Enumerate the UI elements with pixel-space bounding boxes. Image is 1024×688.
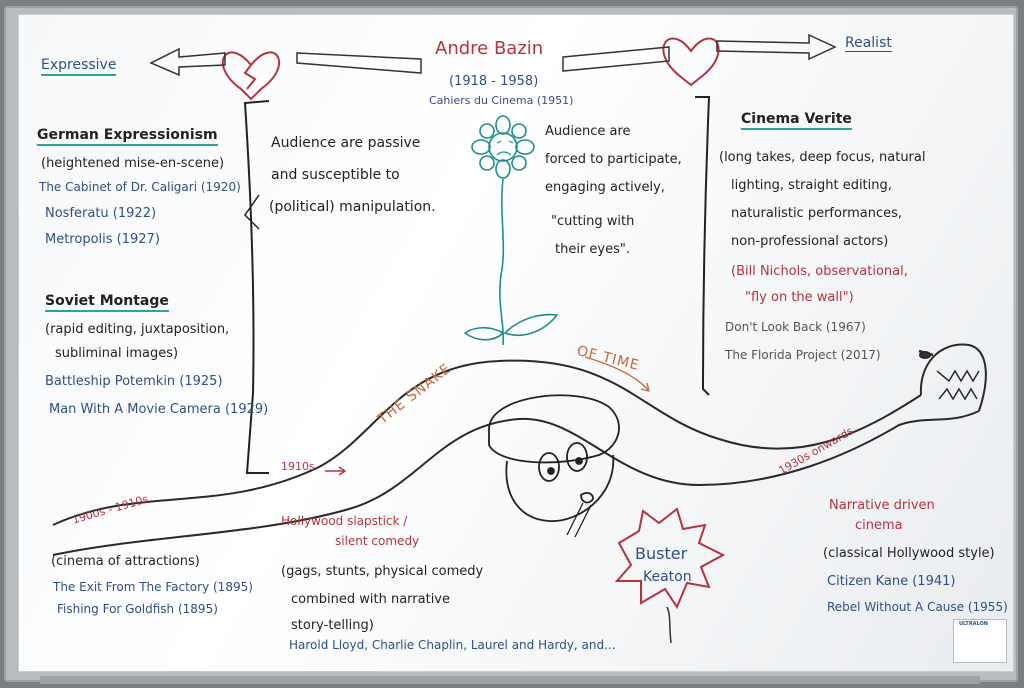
film-nosferatu: Nosferatu (1922) xyxy=(45,206,157,221)
film-florida-project: The Florida Project (2017) xyxy=(725,348,881,362)
slapstick-heading-2: silent comedy xyxy=(335,534,420,548)
drawings xyxy=(52,33,987,644)
audience-active-line-5: their eyes". xyxy=(555,242,630,257)
buster-label-1: Buster xyxy=(635,544,688,563)
narrative-heading-2: cinema xyxy=(855,518,903,533)
beret-character-icon xyxy=(488,394,620,538)
cinema-verite-desc-3: naturalistic performances, xyxy=(731,206,902,221)
film-dont-look-back: Don't Look Back (1967) xyxy=(725,320,866,334)
narrative-desc: (classical Hollywood style) xyxy=(823,546,995,561)
page-title: Andre Bazin xyxy=(435,38,544,59)
audience-active-line-1: Audience are xyxy=(545,124,631,139)
banner-shape xyxy=(296,52,422,74)
arrow-left-icon xyxy=(149,47,226,77)
slapstick-heading-1: Hollywood slapstick / xyxy=(281,514,408,528)
flower-icon xyxy=(463,115,559,346)
buster-label-2: Keaton xyxy=(643,569,692,585)
attractions-desc: (cinema of attractions) xyxy=(51,554,200,569)
cinema-verite-heading: Cinema Verite xyxy=(741,111,852,131)
film-exit-factory: The Exit From The Factory (1895) xyxy=(53,580,253,594)
comedians-list: Harold Lloyd, Charlie Chaplin, Laurel an… xyxy=(289,638,616,652)
pointer-arrow xyxy=(666,606,672,644)
bill-nichols-note-2: "fly on the wall") xyxy=(745,290,854,305)
slapstick-desc-1: (gags, stunts, physical comedy xyxy=(281,564,484,579)
german-expressionism-heading: German Expressionism xyxy=(37,127,218,147)
realist-label: Realist xyxy=(845,35,892,53)
left-bracket xyxy=(243,100,270,474)
film-goldfish: Fishing For Goldfish (1895) xyxy=(57,602,218,616)
bill-nichols-note-1: (Bill Nichols, observational, xyxy=(731,264,908,279)
audience-passive-line-3: (political) manipulation. xyxy=(269,199,436,215)
audience-active-line-3: engaging actively, xyxy=(545,180,665,195)
soviet-montage-heading: Soviet Montage xyxy=(45,293,169,313)
slapstick-desc-3: story-telling) xyxy=(291,618,374,633)
snake-label-arrow xyxy=(584,356,650,392)
era-1910s: 1910s xyxy=(281,460,315,473)
audience-passive-line-2: and susceptible to xyxy=(271,167,400,183)
starburst-shape xyxy=(614,507,726,610)
film-metropolis: Metropolis (1927) xyxy=(45,232,160,247)
audience-active-line-4: "cutting with xyxy=(551,214,635,229)
narrative-heading-1: Narrative driven xyxy=(829,498,935,513)
film-potemkin: Battleship Potemkin (1925) xyxy=(45,374,223,389)
whiteboard: Andre Bazin (1918 - 1958) Cahiers du Cin… xyxy=(18,14,1014,672)
arrow-right-icon xyxy=(716,33,837,61)
expressive-label: Expressive xyxy=(41,57,117,77)
broken-heart-icon xyxy=(221,51,281,101)
cinema-verite-desc-4: non-professional actors) xyxy=(731,234,889,249)
film-man-with-camera: Man With A Movie Camera (1929) xyxy=(49,402,269,417)
banner-shape-right xyxy=(562,46,670,72)
snake-icon xyxy=(52,343,987,556)
mid-bracket xyxy=(244,194,260,230)
cinema-verite-desc-2: lighting, straight editing, xyxy=(731,178,892,193)
heart-icon xyxy=(662,37,720,87)
journal-text: Cahiers du Cinema (1951) xyxy=(429,94,574,107)
cinema-verite-desc-1: (long takes, deep focus, natural xyxy=(719,150,926,165)
marker-tray xyxy=(40,676,980,684)
manufacturer-label-text: ULTRALON xyxy=(959,621,988,627)
manufacturer-label xyxy=(953,619,1007,663)
soviet-montage-desc-1: (rapid editing, juxtaposition, xyxy=(45,322,230,337)
soviet-montage-desc-2: subliminal images) xyxy=(55,346,179,361)
film-rebel: Rebel Without A Cause (1955) xyxy=(827,600,1008,614)
german-expressionism-desc: (heightened mise-en-scene) xyxy=(41,156,225,171)
years-text: (1918 - 1958) xyxy=(449,74,539,89)
timeline-arrow-1910s xyxy=(325,466,347,476)
film-caligari: The Cabinet of Dr. Caligari (1920) xyxy=(39,180,241,194)
film-citizen-kane: Citizen Kane (1941) xyxy=(827,574,956,589)
slapstick-desc-2: combined with narrative xyxy=(291,592,450,607)
audience-passive-line-1: Audience are passive xyxy=(271,135,421,151)
audience-active-line-2: forced to participate, xyxy=(545,152,682,167)
right-bracket xyxy=(695,96,711,396)
